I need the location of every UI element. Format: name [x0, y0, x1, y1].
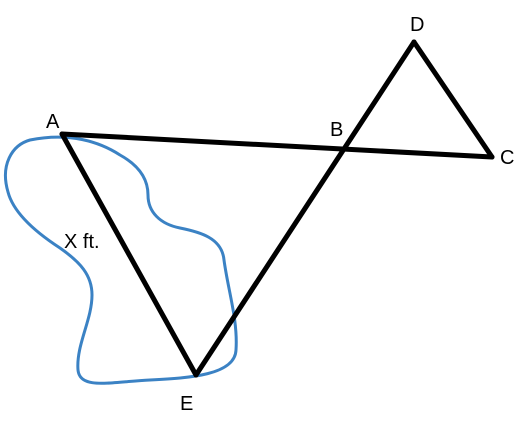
segment-ac	[59, 131, 495, 160]
side-length-label: X ft.	[64, 231, 100, 253]
region-outline	[3, 135, 238, 385]
segment-dc	[411, 39, 495, 160]
point-label-e: E	[180, 393, 193, 415]
point-label-b: B	[330, 119, 343, 141]
point-label-d: D	[410, 14, 424, 36]
segment-ed	[193, 39, 417, 378]
segment-ae	[59, 131, 199, 378]
point-label-a: A	[46, 111, 60, 133]
point-label-c: C	[500, 147, 514, 169]
